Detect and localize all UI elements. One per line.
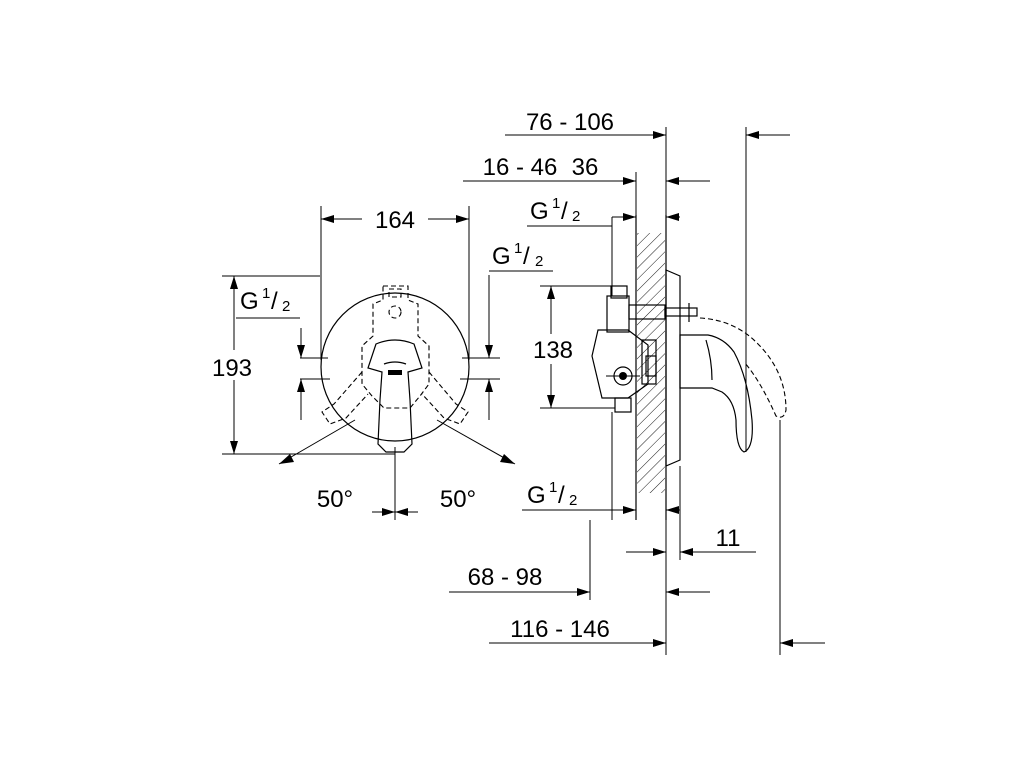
svg-text:76 - 106: 76 - 106 [526, 109, 614, 136]
svg-text:116 - 146: 116 - 146 [510, 616, 610, 643]
svg-text:36: 36 [572, 154, 599, 181]
dimension-depth-16-46-36: 16 - 46 36 [463, 154, 710, 215]
svg-text:/: / [271, 288, 278, 315]
svg-text:G: G [240, 288, 259, 315]
dimension-height-193: 193 [205, 275, 395, 455]
svg-text:2: 2 [282, 298, 290, 315]
dimension-spacing-138: 138 [526, 285, 615, 409]
concealed-body-outline [321, 285, 469, 425]
svg-text:G: G [530, 198, 549, 225]
dimension-width-164: 164 [320, 204, 470, 360]
wall-section [637, 233, 665, 493]
dimension-offset-11: 11 [626, 466, 756, 560]
dimension-depth-116-146: 116 - 146 [489, 127, 825, 655]
dimension-depth-68-98: 68 - 98 [449, 520, 710, 655]
svg-text:2: 2 [535, 253, 543, 270]
valve-body [591, 285, 698, 413]
svg-text:/: / [523, 243, 530, 270]
side-view: 76 - 106 16 - 46 36 G 1 / 2 [449, 109, 825, 655]
height-label: 193 [212, 355, 252, 382]
dimension-depth-76-106: 76 - 106 [505, 109, 667, 215]
svg-text:68 - 98: 68 - 98 [468, 564, 543, 591]
thread-right-g-half: G 1 / 2 [485, 240, 553, 420]
svg-text:1: 1 [514, 240, 522, 257]
rotation-angle-50: 50° 50° [278, 419, 516, 516]
svg-text:2: 2 [572, 208, 580, 225]
svg-text:1: 1 [262, 285, 270, 302]
svg-text:1: 1 [552, 195, 560, 212]
wall-plate [665, 269, 681, 467]
width-label: 164 [375, 207, 415, 234]
svg-text:1: 1 [549, 479, 557, 496]
svg-text:/: / [558, 482, 565, 509]
svg-text:138: 138 [533, 337, 573, 364]
svg-text:G: G [527, 482, 546, 509]
thread-left-g-half: G 1 / 2 [236, 285, 305, 420]
escutcheon-plate [320, 292, 470, 442]
svg-text:G: G [492, 243, 511, 270]
svg-text:16 - 46: 16 - 46 [483, 154, 558, 181]
thread-bottom-g-half: G 1 / 2 [522, 412, 680, 520]
handle-lever [367, 339, 423, 453]
thread-top-g-half: G 1 / 2 [527, 195, 680, 296]
svg-text:2: 2 [569, 492, 577, 509]
svg-text:11: 11 [716, 525, 741, 552]
svg-text:/: / [561, 198, 568, 225]
angle-left-label: 50° [317, 486, 353, 513]
front-view: 164 193 G 1 / 2 [205, 204, 553, 520]
handle-side [679, 317, 787, 453]
angle-right-label: 50° [440, 486, 476, 513]
